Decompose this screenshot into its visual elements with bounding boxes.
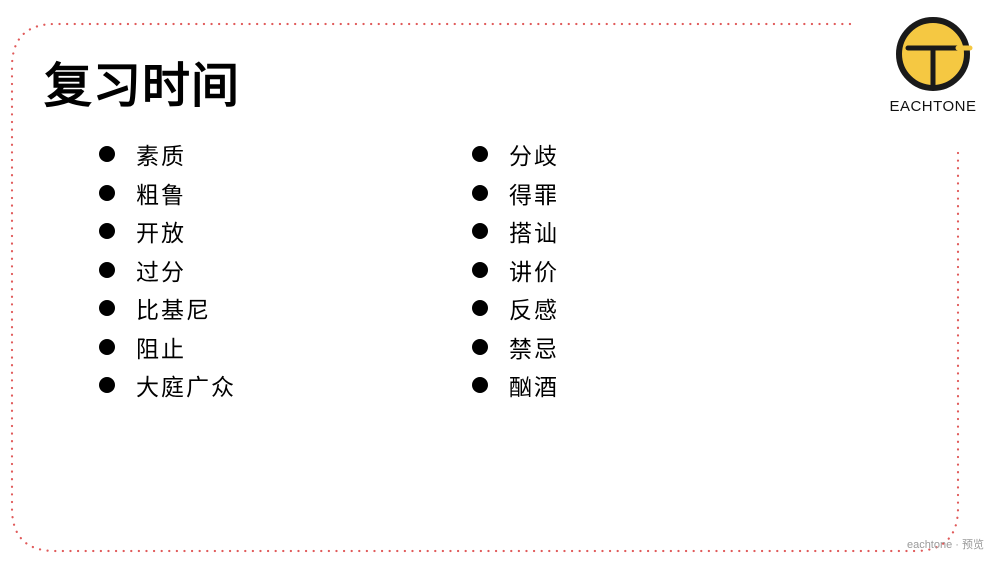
list-item: 过分 [96, 254, 236, 293]
list-item: 分歧 [469, 138, 559, 177]
vocab-word: 素质 [136, 144, 186, 170]
vocab-word: 酗酒 [509, 375, 559, 401]
bullet-icon [99, 223, 115, 239]
list-item: 酗酒 [469, 369, 559, 408]
left-vocab-list: 素质 粗鲁 开放 过分 比基尼 阻止 大庭广众 [96, 138, 236, 408]
bullet-icon [472, 146, 488, 162]
bullet-icon [99, 261, 115, 278]
right-vocab-list: 分歧 得罪 搭讪 讲价 反感 禁忌 酗酒 [469, 138, 559, 408]
bullet-icon [472, 377, 488, 393]
vocab-word: 反感 [509, 298, 559, 324]
list-item: 粗鲁 [96, 177, 236, 216]
vocab-word: 阻止 [136, 336, 186, 363]
bullet-icon [99, 300, 115, 316]
bullet-icon [99, 146, 115, 162]
list-item: 搭讪 [469, 215, 559, 254]
vocab-word: 粗鲁 [136, 182, 186, 209]
vocab-word: 过分 [136, 259, 186, 286]
list-item: 素质 [96, 138, 236, 177]
bullet-icon [472, 223, 488, 239]
list-item: 大庭广众 [96, 369, 236, 408]
list-item: 禁忌 [469, 331, 559, 370]
logo-mark-icon [896, 17, 973, 91]
list-item: 比基尼 [96, 292, 236, 331]
vocab-word: 开放 [136, 221, 186, 247]
bullet-icon [472, 300, 488, 316]
vocab-word: 禁忌 [509, 336, 559, 363]
vocab-word: 得罪 [509, 182, 559, 209]
list-item: 反感 [469, 292, 559, 331]
vocab-word: 大庭广众 [136, 375, 236, 401]
logo-text: EACHTONE [889, 98, 977, 115]
list-item: 开放 [96, 215, 236, 254]
vocab-word: 讲价 [509, 259, 559, 286]
list-item: 得罪 [469, 177, 559, 216]
bullet-icon [472, 261, 488, 278]
vocab-word: 搭讪 [509, 221, 559, 247]
bullet-icon [472, 338, 488, 355]
bullet-icon [99, 338, 115, 355]
watermark: eachtone · 预览 [906, 539, 984, 551]
page-title: 复习时间 [44, 58, 241, 114]
bullet-icon [99, 377, 115, 393]
bullet-icon [99, 184, 115, 201]
vocab-word: 分歧 [509, 144, 559, 170]
list-item: 阻止 [96, 331, 236, 370]
bullet-icon [472, 184, 488, 201]
eachtone-logo: EACHTONE [878, 16, 988, 122]
vocab-word: 比基尼 [136, 298, 211, 324]
list-item: 讲价 [469, 254, 559, 293]
